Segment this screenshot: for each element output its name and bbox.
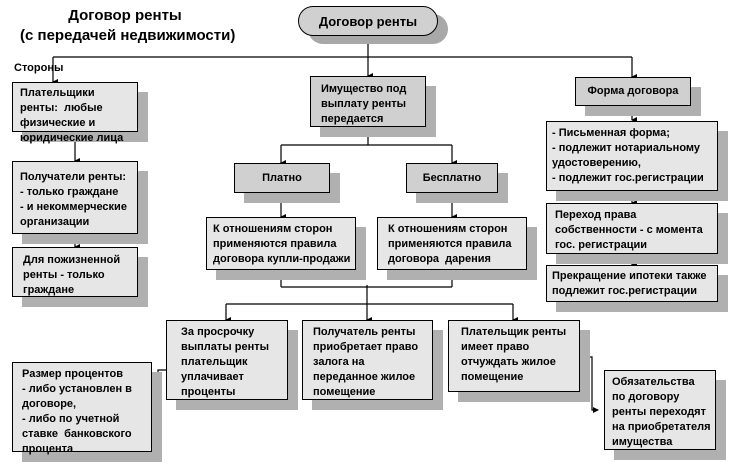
diagram-heading: Договор ренты (с передачей недвижимости) [20, 6, 236, 46]
heading-line-1: Договор ренты [68, 7, 182, 24]
form-details-line: - подлежит нотариальному [552, 142, 701, 154]
lifelong-line: граждане [23, 284, 75, 296]
pledge-line: залога на [313, 356, 365, 368]
interest-line: - либо установлен в [22, 383, 132, 395]
overdue-line: плательщик [181, 356, 248, 368]
mortgage-line: Прекращение ипотеки также [552, 270, 707, 282]
ownership-line: гос. регистрации [555, 239, 648, 251]
alienate-line: Плательщик ренты [461, 326, 567, 338]
interest-line: процента [22, 443, 74, 455]
payers-line: Плательщики [20, 87, 95, 99]
form-details-line: - подлежит гос.регистрации [552, 172, 704, 184]
paid-box: Платно [234, 163, 330, 193]
recipients-line: - только граждане [20, 186, 119, 198]
payers-line: юридические лица [20, 132, 124, 144]
free-box: Бесплатно [406, 163, 498, 193]
payers-line: физические и [20, 117, 96, 129]
overdue-line: проценты [181, 386, 236, 398]
obligations-box: Обязательства по договору ренты переходя… [604, 370, 716, 450]
pledge-line: Получатель ренты [313, 326, 416, 338]
ownership-line: собственности - с момента [555, 224, 703, 236]
free-rules-line: применяются правила [388, 238, 512, 250]
obligations-line: на приобретателя [612, 421, 711, 433]
heading-line-2: (с передачей недвижимости) [20, 27, 236, 44]
alienate-line: помещение [461, 371, 524, 383]
paid-label: Платно [262, 171, 302, 184]
obligations-line: Обязательства [612, 376, 695, 388]
pledge-box: Получатель ренты приобретает право залог… [302, 320, 433, 400]
alienate-line: отчуждать жилое [461, 356, 556, 368]
pledge-line: приобретает право [313, 341, 419, 353]
form-title-box: Форма договора [575, 77, 691, 106]
interest-line: Размер процентов [22, 368, 123, 380]
pledge-line: помещение [313, 386, 376, 398]
form-details-box: - Письменная форма; - подлежит нотариаль… [546, 121, 718, 191]
obligations-line: имущества [612, 436, 673, 448]
property-line: передается [321, 113, 384, 125]
property-box: Имущество под выплату ренты передается [310, 76, 426, 127]
interest-box: Размер процентов - либо установлен в дог… [12, 362, 152, 455]
connector-overdue-to-interest [151, 369, 166, 409]
alienate-box: Плательщик ренты имеет право отчуждать ж… [448, 320, 580, 392]
alienate-line: имеет право [461, 341, 530, 353]
paid-rules-box: К отношениям сторон применяются правила … [206, 217, 356, 270]
overdue-line: уплачивает [181, 371, 244, 383]
root-node: Договор ренты [298, 6, 438, 36]
mortgage-termination-box: Прекращение ипотеки также подлежит гос.р… [546, 265, 718, 302]
lifelong-rent-box: Для пожизненной ренты - только граждане [12, 247, 138, 297]
form-details-line: удостоверению, [552, 157, 641, 169]
free-rules-line: договора дарения [388, 253, 491, 265]
recipients-line: - и некоммерческие [20, 201, 127, 213]
recipients-line: Получатели ренты: [20, 171, 127, 183]
recipients-box: Получатели ренты: - только граждане - и … [12, 161, 138, 234]
obligations-line: по договору [612, 391, 680, 403]
overdue-line: выплаты ренты [181, 341, 270, 353]
lifelong-line: Для пожизненной [23, 254, 121, 266]
pledge-line: переданное жилое [313, 371, 416, 383]
paid-rules-line: договора купли-продажи [213, 253, 351, 265]
free-label: Бесплатно [422, 171, 482, 184]
property-line: выплату ренты [321, 98, 407, 110]
connector-alienate-to-obligations [580, 356, 599, 413]
paid-rules-line: применяются правила [213, 238, 337, 250]
root-node-label: Договор ренты [318, 13, 418, 29]
free-rules-line: К отношениям сторон [388, 223, 508, 235]
form-title-label: Форма договора [587, 85, 679, 97]
interest-line: - либо по учетной [22, 413, 120, 425]
parties-label: Стороны [14, 62, 64, 74]
payers-line: ренты: любые [20, 102, 103, 114]
payers-box: Плательщики ренты: любые физические и юр… [12, 82, 138, 144]
overdue-box: За просрочку выплаты ренты плательщик уп… [166, 320, 288, 400]
ownership-line: Переход права [555, 209, 637, 221]
interest-line: ставке банковского [22, 428, 132, 440]
free-rules-box: К отношениям сторон применяются правила … [377, 217, 527, 270]
property-line: Имущество под [321, 83, 407, 95]
interest-line: договоре, [22, 398, 77, 410]
paid-rules-line: К отношениям сторон [213, 223, 333, 235]
recipients-line: организации [20, 216, 90, 228]
lifelong-line: ренты - только [23, 269, 105, 281]
overdue-line: За просрочку [181, 326, 255, 338]
obligations-line: ренты переходят [612, 406, 706, 418]
ownership-transfer-box: Переход права собственности - с момента … [546, 203, 718, 254]
form-details-line: - Письменная форма; [552, 127, 670, 139]
mortgage-line: подлежит гос.регистрации [552, 285, 698, 297]
